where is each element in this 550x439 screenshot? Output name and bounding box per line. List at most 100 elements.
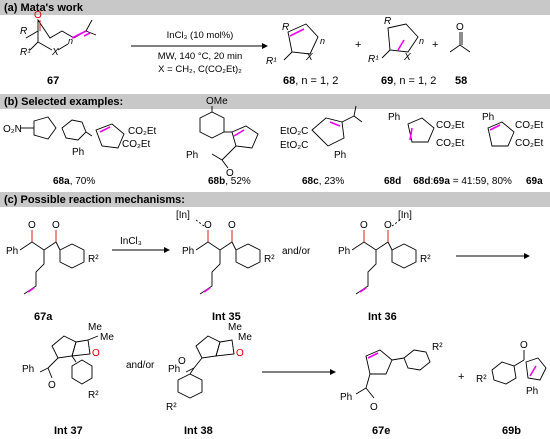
example-68b-oxygen: O: [226, 168, 234, 179]
section-c-header: (c) Possible reaction mechanisms:: [0, 192, 550, 207]
species-int35-indium: [In]: [176, 210, 190, 221]
compound-58-structure: [449, 32, 471, 53]
species-int37-oxygen-2: O: [92, 348, 100, 359]
species-int36-oxygen-1: O: [360, 220, 368, 231]
example-68b-label: 68b: [208, 176, 225, 187]
example-68d-label: 68d: [384, 176, 401, 187]
species-67a-ph: Ph: [6, 246, 18, 257]
compound-67-label: 67: [47, 75, 59, 87]
ratio-separator: :: [430, 176, 433, 187]
species-67a-structure: [19, 230, 85, 295]
species-int37-structure: [39, 335, 99, 385]
condition-x-definition: X = CH₂, C(CO₂Et)₂: [158, 64, 242, 75]
species-int37-oxygen-1: O: [48, 380, 56, 391]
example-68a-ph: Ph: [72, 147, 84, 158]
species-int36-label: Int 36: [368, 311, 397, 323]
example-68a-nitro: O₂N: [3, 124, 22, 135]
example-68a-ester-1: CO₂Et: [128, 126, 157, 137]
example-69a-ph: Ph: [482, 112, 494, 123]
plus-c: +: [458, 371, 464, 383]
compound-69-structure: [381, 23, 419, 59]
mechanism-reagent: InCl₃: [120, 236, 142, 247]
species-67e-ph: Ph: [340, 392, 352, 403]
compound-58-oxygen: O: [456, 22, 464, 33]
example-68c-label: 68c: [302, 176, 319, 187]
species-67e-r2: R²: [432, 342, 443, 353]
species-int35-r2: R²: [264, 254, 275, 265]
species-69b-label: 69b: [502, 425, 521, 437]
example-68c-structure: [311, 105, 363, 147]
species-67a-oxygen-1: O: [28, 220, 36, 231]
compound-69-R1: R¹: [368, 54, 379, 65]
section-a-header: (a) Mata's work: [0, 0, 550, 15]
mechanism-andor-2: and/or: [126, 360, 155, 371]
compound-68-note: , n = 1, 2: [295, 75, 338, 87]
example-68c-ester-1: EtO₂C: [280, 126, 308, 137]
example-68c-caption: 68c, 23%: [302, 176, 344, 187]
ratio-68d-label: 68d: [413, 176, 430, 187]
species-69b-oxygen: O: [520, 340, 528, 351]
species-int38-oxygen-1: O: [178, 356, 186, 367]
compound-67-R1: R¹: [20, 47, 31, 58]
compound-67-R: R: [20, 26, 27, 37]
example-68d-ester-1: CO₂Et: [436, 120, 465, 131]
condition-heating: MW, 140 °C, 20 min: [158, 51, 243, 62]
compound-69-R: R: [384, 16, 391, 27]
example-68a-caption: 68a, 70%: [53, 176, 95, 187]
species-int38-ph: Ph: [168, 364, 180, 375]
example-68d-ratio-caption: 68d 68d:69a = 41:59, 80%: [384, 176, 512, 187]
ratio-69a-label: 69a: [433, 176, 450, 187]
compound-67-X: X: [51, 47, 59, 58]
condition-catalyst: InCl₃ (10 mol%): [167, 30, 234, 41]
species-int35-oxygen-1: O: [204, 220, 212, 231]
section-c-title: (c) Possible reaction mechanisms:: [4, 194, 185, 206]
compound-68-label: 68: [283, 75, 295, 87]
example-68c-ester-2: EtO₂C: [280, 140, 308, 151]
mechanism-arrowhead-2: [524, 253, 530, 259]
mechanism-arrowhead-1: [164, 247, 170, 253]
species-int36-structure: [351, 219, 417, 295]
species-int36-oxygen-2: O: [384, 220, 392, 231]
species-67a-label: 67a: [34, 311, 53, 323]
species-int37-ph: Ph: [22, 364, 34, 375]
compound-69-label: 69: [381, 75, 393, 87]
ratio-value: = 41:59, 80%: [450, 176, 512, 187]
example-69a-label: 69a: [526, 176, 543, 187]
example-68a-yield: , 70%: [70, 176, 96, 187]
species-int37-label: Int 37: [54, 425, 83, 437]
reaction-arrowhead-a: [262, 43, 268, 49]
species-int37-me-1: Me: [88, 322, 102, 333]
example-68d-ph: Ph: [388, 112, 400, 123]
species-69b-structure: [491, 350, 547, 385]
example-68c-yield: , 23%: [319, 176, 345, 187]
example-68a-structure: [20, 116, 125, 149]
compound-68-n: n: [320, 36, 325, 46]
species-69b-r2: R²: [476, 374, 487, 385]
plus-a-2: +: [432, 39, 438, 51]
example-68b-ph: Ph: [186, 150, 198, 161]
section-a-title: (a) Mata's work: [4, 2, 84, 14]
species-int38-structure: [177, 335, 235, 399]
example-69a-ester-2: CO₂Et: [515, 138, 544, 149]
species-int35-ph: Ph: [182, 246, 194, 257]
compound-68-caption: 68, n = 1, 2: [283, 75, 338, 87]
compound-69-caption: 69, n = 1, 2: [381, 75, 436, 87]
example-68b-yield: , 52%: [225, 176, 251, 187]
species-67a-oxygen-2: O: [52, 220, 60, 231]
example-68a-label: 68a: [53, 176, 70, 187]
example-68b-methoxy: OMe: [206, 96, 228, 107]
example-69a-ester-1: CO₂Et: [515, 120, 544, 131]
compound-67-oxygen: O: [34, 10, 42, 21]
species-int37-r2: R²: [88, 390, 99, 401]
compound-68-R: R: [282, 22, 289, 33]
species-67e-label: 67e: [372, 425, 390, 437]
plus-a-1: +: [355, 39, 361, 51]
section-b-title: (b) Selected examples:: [4, 96, 123, 108]
species-int38-me-2: Me: [238, 332, 252, 343]
compound-69-X: X: [403, 52, 411, 63]
species-int37-me-2: Me: [100, 332, 114, 343]
compound-69-note: , n = 1, 2: [393, 75, 436, 87]
example-68d-structure: [407, 117, 435, 143]
